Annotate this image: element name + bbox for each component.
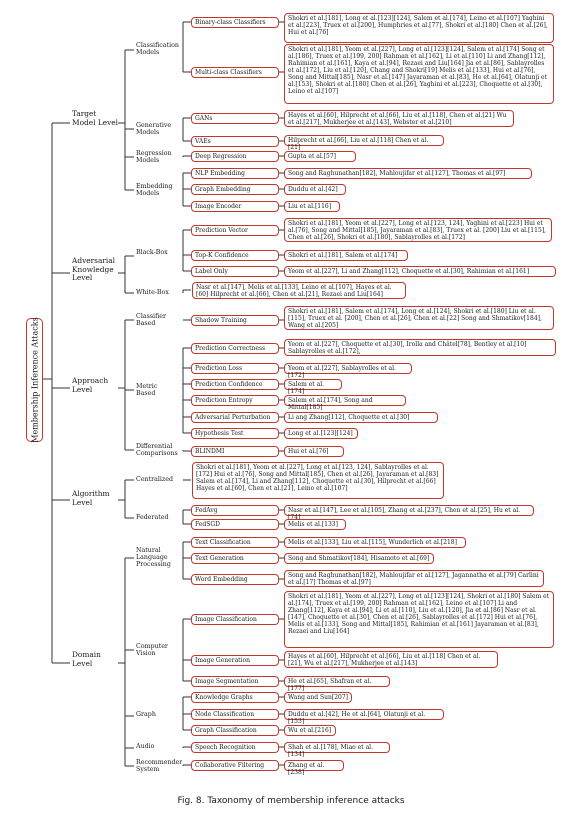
refs-fedsgd: Melis et al.[133] bbox=[284, 519, 346, 530]
l3-text-generation: Text Generation bbox=[191, 553, 279, 564]
refs-top-k-confidence: Shokri et al.[181], Salem et al.[174] bbox=[284, 250, 408, 261]
refs-white-box: Nasr et al.[147], Melis et al.[133], Lei… bbox=[192, 282, 406, 299]
refs-prediction-confidence: Salem et al.[174] bbox=[284, 379, 342, 395]
l2-generative-models: Generative Models bbox=[136, 122, 172, 137]
l3-graph-embedding: Graph Embedding bbox=[191, 184, 279, 195]
refs-label-only: Yeom et al.[227], Li and Zhang[112], Cho… bbox=[284, 266, 556, 277]
refs-adversarial-perturbation: Li ang Zhang[112], Choquette et al.[30] bbox=[284, 412, 438, 423]
refs-shadow-training: Shokri et al.[181], Salem et al.[174], L… bbox=[284, 306, 554, 330]
l3-binary-class-classifiers: Binary-class Classifiers bbox=[191, 17, 279, 28]
figure-caption: Fig. 8. Taxonomy of membership inference… bbox=[177, 796, 405, 806]
l1-target-model-level: Target Model Level bbox=[72, 109, 119, 128]
l2-differential-comparisons: Differential Comparisons bbox=[136, 443, 178, 458]
l2-regression-models: Regression Models bbox=[136, 150, 172, 165]
refs-prediction-loss: Yeom et al.[227], Sablayrolles et al.[17… bbox=[284, 363, 412, 379]
l2-federated: Federated bbox=[136, 514, 169, 522]
refs-image-classification: Shokri et al.[181], Yeom et al.[227], Lo… bbox=[284, 591, 554, 648]
l3-top-k-confidence: Top-K Confidence bbox=[191, 250, 279, 261]
l3-fedavg: FedAvg bbox=[191, 505, 279, 516]
l3-deep-regression: Deep Regression bbox=[191, 151, 279, 162]
l1-adversarial-knowledge-level: Adversarial Knowledge Level bbox=[72, 256, 116, 283]
l1-domain-level: Domain Level bbox=[72, 650, 101, 669]
refs-text-classification: Melis et al.[133], Liu et al.[115], Wund… bbox=[284, 537, 466, 548]
l3-blindmi: BLINDMI bbox=[191, 446, 279, 457]
l3-label-only: Label Only bbox=[191, 266, 279, 277]
refs-graph-embedding: Duddu et al.[42] bbox=[284, 184, 346, 195]
l2-black-box: Black-Box bbox=[136, 249, 168, 257]
l3-vaes: VAEs bbox=[191, 136, 279, 147]
l3-speech-recognition: Speech Recognition bbox=[191, 742, 279, 753]
refs-multi-class-classifiers: Shokri et al.[181], Yeom et al.[227], Lo… bbox=[284, 44, 554, 104]
l3-multi-class-classifiers: Multi-class Classifiers bbox=[191, 67, 279, 78]
l3-image-generation: Image Generation bbox=[191, 655, 279, 666]
refs-text-generation: Song and Shmatikov[184], Hisamoto et al.… bbox=[284, 553, 434, 564]
l3-image-encoder: Image Encoder bbox=[191, 201, 279, 212]
refs-fedavg: Nasr et al.[147], Lee et al.[105], Zhang… bbox=[284, 505, 534, 521]
refs-image-generation: Hayes et al.[60], Hilprecht et al.[66], … bbox=[284, 651, 498, 668]
refs-blindmi: Hui et al.[76] bbox=[284, 446, 344, 457]
l2-embedding-models: Embedding Models bbox=[136, 183, 173, 198]
root-node: Membership Inference Attacks bbox=[26, 317, 43, 443]
l2-recommender-system: Recommender System bbox=[136, 759, 183, 774]
refs-hypothesis-test: Long et al.[123][124] bbox=[284, 428, 358, 439]
refs-word-embedding: Song and Raghunathan[182], Mahloujifar e… bbox=[284, 570, 544, 587]
l3-node-classification: Node Classification bbox=[191, 709, 279, 720]
l3-prediction-vector: Prediction Vector bbox=[191, 225, 279, 236]
l1-algorithm-level: Algorithm Level bbox=[72, 489, 110, 508]
refs-nlp-embedding: Song and Raghunathan[182], Mahloujifar e… bbox=[284, 168, 532, 179]
refs-centralized: Shokri et al.[181], Yeom et al.[227], Lo… bbox=[192, 462, 444, 499]
l2-white-box: White-Box bbox=[136, 289, 169, 297]
l3-fedsgd: FedSGD bbox=[191, 519, 279, 530]
refs-knowledge-graphs: Wang and Sun[207] bbox=[284, 692, 352, 703]
l2-computer-vision: Computer Vision bbox=[136, 643, 168, 658]
l2-graph: Graph bbox=[136, 711, 156, 719]
l3-knowledge-graphs: Knowledge Graphs bbox=[191, 692, 279, 703]
l3-collaborative-filtering: Collaborative Filtering bbox=[191, 760, 279, 771]
refs-vaes: Hilprecht et al.[66], Liu et al.[118] Ch… bbox=[284, 135, 444, 151]
refs-graph-classification: Wu et al.[216] bbox=[284, 725, 336, 736]
l3-prediction-loss: Prediction Loss bbox=[191, 363, 279, 374]
l2-centralized: Centralized bbox=[136, 476, 173, 484]
l3-graph-classification: Graph Classification bbox=[191, 725, 279, 736]
l3-nlp-embedding: NLP Embedding bbox=[191, 168, 279, 179]
l3-shadow-training: Shadow Training bbox=[191, 315, 279, 326]
refs-prediction-entropy: Salem et al.[174], Song and Mittal[185] bbox=[284, 395, 406, 411]
l1-approach-level: Approach Level bbox=[72, 376, 109, 395]
l3-image-classification: Image Classification bbox=[191, 614, 279, 625]
refs-speech-recognition: Shah et al.[178], Miao et al.[134] bbox=[284, 742, 390, 758]
l2-natural-language-processing: Natural Language Processing bbox=[136, 547, 171, 569]
l3-text-classification: Text Classification bbox=[191, 537, 279, 548]
refs-gans: Hayes et al.[60], Hilprecht et al.[66], … bbox=[284, 110, 514, 127]
l2-classification-models: Classification Models bbox=[136, 42, 179, 57]
l2-metric-based: Metric Based bbox=[136, 383, 158, 398]
refs-image-segmentation: He et al.[65], Shafran et al.[177] bbox=[284, 676, 390, 692]
l2-classifier-based: Classifier Based bbox=[136, 313, 166, 328]
taxonomy-tree: Membership Inference Attacks Target Mode… bbox=[26, 13, 556, 776]
tree-edges bbox=[41, 21, 284, 767]
l3-prediction-entropy: Prediction Entropy bbox=[191, 395, 279, 406]
l3-prediction-confidence: Prediction Confidence bbox=[191, 379, 279, 390]
l3-gans: GANs bbox=[191, 113, 279, 124]
l2-audio: Audio bbox=[136, 743, 155, 751]
refs-deep-regression: Gupta et al.[57] bbox=[284, 151, 356, 162]
refs-collaborative-filtering: Zhang et al.[238] bbox=[284, 760, 344, 776]
l3-word-embedding: Word Embedding bbox=[191, 574, 279, 585]
l3-image-segmentation: Image Segmentation bbox=[191, 676, 279, 687]
l3-hypothesis-test: Hypothesis Test bbox=[191, 428, 279, 439]
refs-image-encoder: Liu et al.[116] bbox=[284, 201, 340, 212]
refs-prediction-vector: Shokri et al.[181], Yeom et al.[227], Lo… bbox=[284, 218, 552, 242]
refs-prediction-correctness: Yeom et al.[227], Choquette et al.[30], … bbox=[284, 339, 556, 356]
l3-adversarial-perturbation: Adversarial Perturbation bbox=[191, 412, 279, 423]
refs-binary-class-classifiers: Shokri et al.[181], Long et al.[123][124… bbox=[284, 13, 554, 43]
l3-prediction-correctness: Prediction Correctness bbox=[191, 343, 279, 354]
refs-node-classification: Duddu et al.[42], He et al.[64], Olatunj… bbox=[284, 709, 444, 725]
